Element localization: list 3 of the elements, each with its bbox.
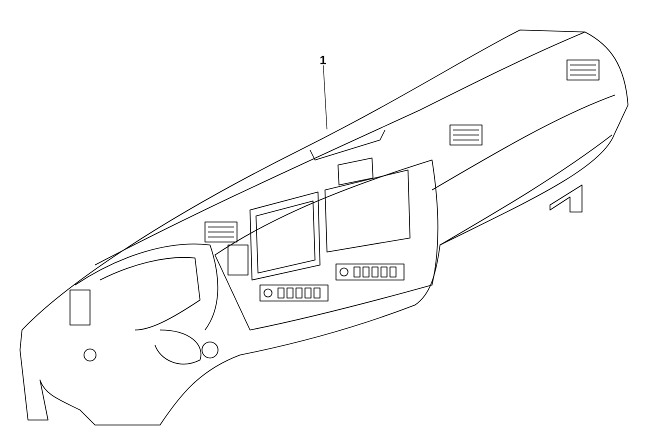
leader-line [323,65,328,130]
dashboard-drawing [20,30,628,426]
callout-number: 1 [320,56,326,64]
